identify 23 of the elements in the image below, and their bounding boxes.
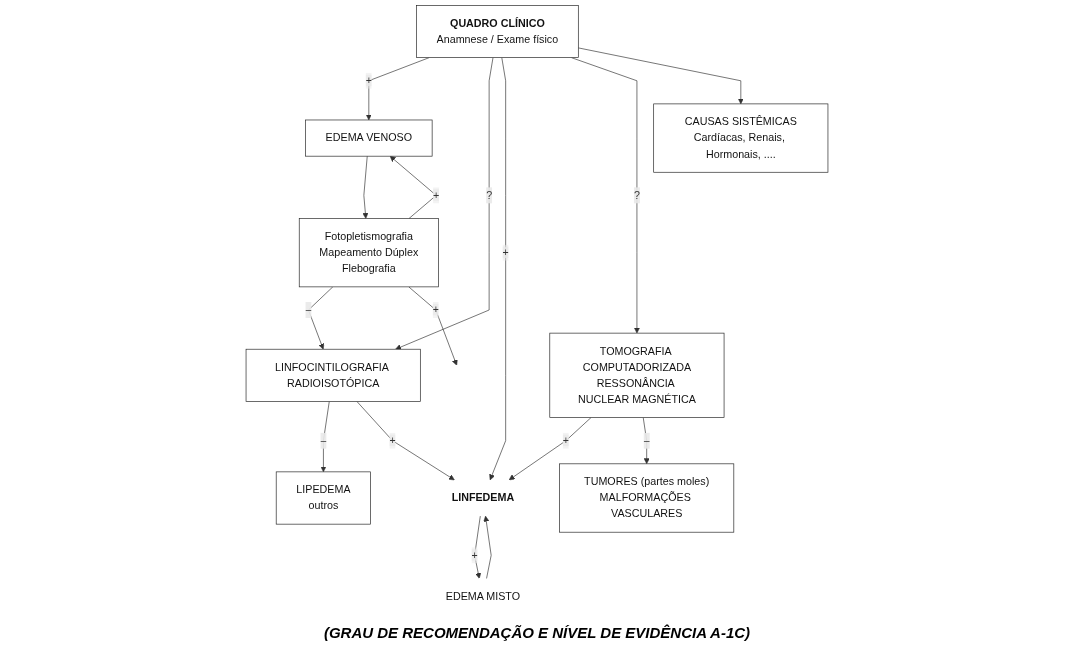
edge-label: + bbox=[502, 246, 509, 259]
node-box: LINFOCINTILOGRAFIA RADIOISOTÓPICA bbox=[245, 348, 421, 402]
node-box: QUADRO CLÍNICO Anamnese / Exame físico bbox=[416, 5, 579, 58]
edge-label: – bbox=[320, 434, 327, 447]
edge-label: + bbox=[432, 303, 439, 316]
node-box: CAUSAS SISTÊMICAS Cardíacas, Renais, Hormonais, .... bbox=[653, 103, 829, 173]
edge-label: – bbox=[643, 434, 650, 447]
node-box: TOMOGRAFIA COMPUTADORIZADA RESSONÂNCIA NUCLEAR MAGNÉTICA bbox=[549, 332, 725, 418]
node-box: LIPEDEMA outros bbox=[275, 471, 371, 525]
edge-label: – bbox=[305, 303, 312, 316]
note-text: (GRAU DE RECOMENDAÇÃO E NÍVEL DE EVIDÊNCIA A-1C) bbox=[323, 624, 751, 641]
node-text: EDEMA MISTO bbox=[445, 590, 521, 602]
edge-label: + bbox=[389, 434, 396, 447]
edge-label: + bbox=[562, 434, 570, 447]
edge-label: + bbox=[471, 549, 478, 561]
node-box: Fotopletismografia Mapeamento Dúplex Flebografia bbox=[298, 218, 439, 288]
edge-label: ? bbox=[486, 189, 493, 201]
edge-label: + bbox=[433, 189, 440, 201]
node-box: EDEMA VENOSO bbox=[305, 119, 433, 157]
node-text: LINFEDEMA bbox=[451, 491, 515, 504]
edge-label: ? bbox=[633, 189, 640, 201]
edge-label: + bbox=[365, 74, 372, 87]
node-box: TUMORES (partes moles) MALFORMAÇÕES VASCULARES bbox=[559, 463, 735, 533]
